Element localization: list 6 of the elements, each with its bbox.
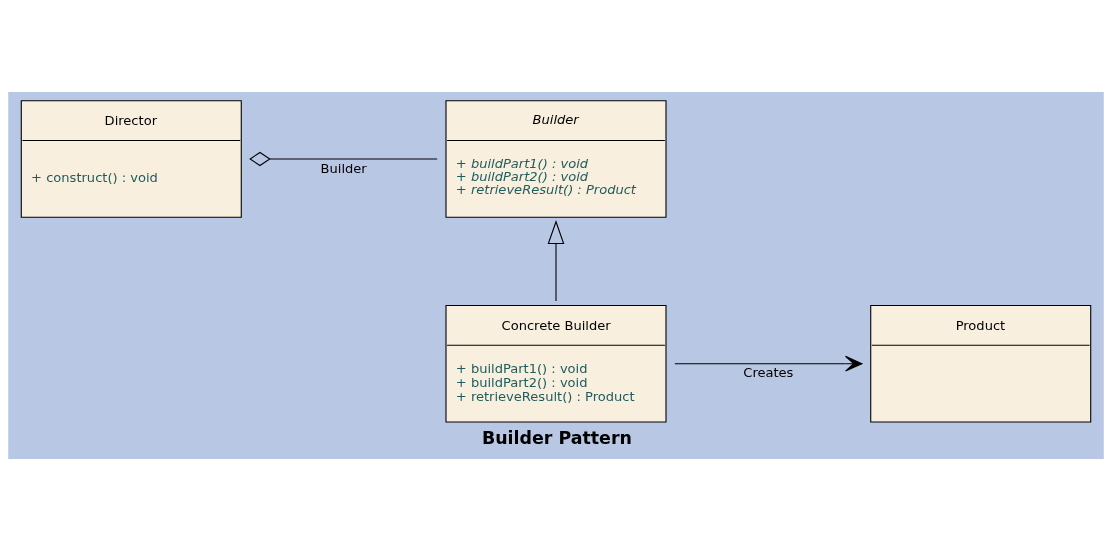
arrow (674, 355, 863, 372)
connector (249, 151, 438, 166)
arrow (547, 219, 565, 302)
edge-label: Builder (320, 160, 367, 176)
edge-label: Creates (743, 364, 794, 380)
caption: Builder Pattern (481, 427, 632, 448)
